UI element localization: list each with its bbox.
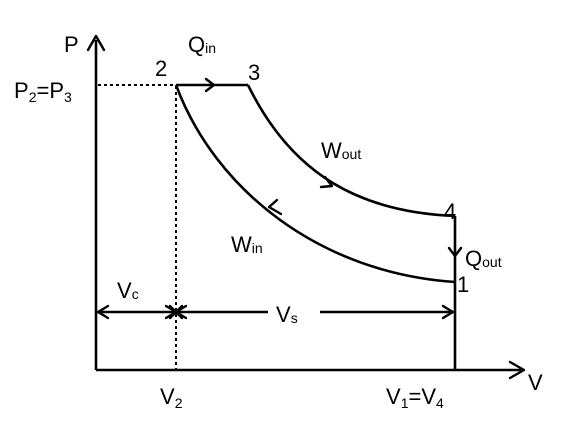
arrow-1-2 [267,198,283,216]
point-3-label: 3 [248,60,260,85]
pressure-label: P2=P3 [14,78,72,105]
arrow-3-4 [319,175,334,189]
heat-out-label: Qout [465,246,502,271]
vc-left-arrowhead [96,304,110,320]
x-axis-arrowhead [508,360,526,380]
swept-volume-label: Vs [276,302,298,327]
process-1-2-curve [174,84,456,284]
v1-v4-label: V1=V4 [386,384,444,411]
work-in-label: Win [231,232,263,257]
x-axis-label: V [528,370,543,395]
heat-in-label: Qin [188,32,216,57]
process-3-4-curve [246,84,456,218]
work-out-label: Wout [321,138,361,163]
vs-right-arrowhead [441,304,455,320]
point-4-label: 4 [444,199,456,224]
arrow-2-3 [204,77,216,93]
clearance-volume-label: Vc [117,278,139,303]
point-2-label: 2 [155,56,167,81]
arrow-4-1 [447,246,463,258]
y-axis-arrowhead [86,34,106,52]
v2-label: V2 [160,384,183,411]
point-1-label: 1 [457,272,469,297]
cross-mark [168,304,184,320]
vs-label-gap [268,300,320,324]
y-axis-label: P [64,32,79,57]
